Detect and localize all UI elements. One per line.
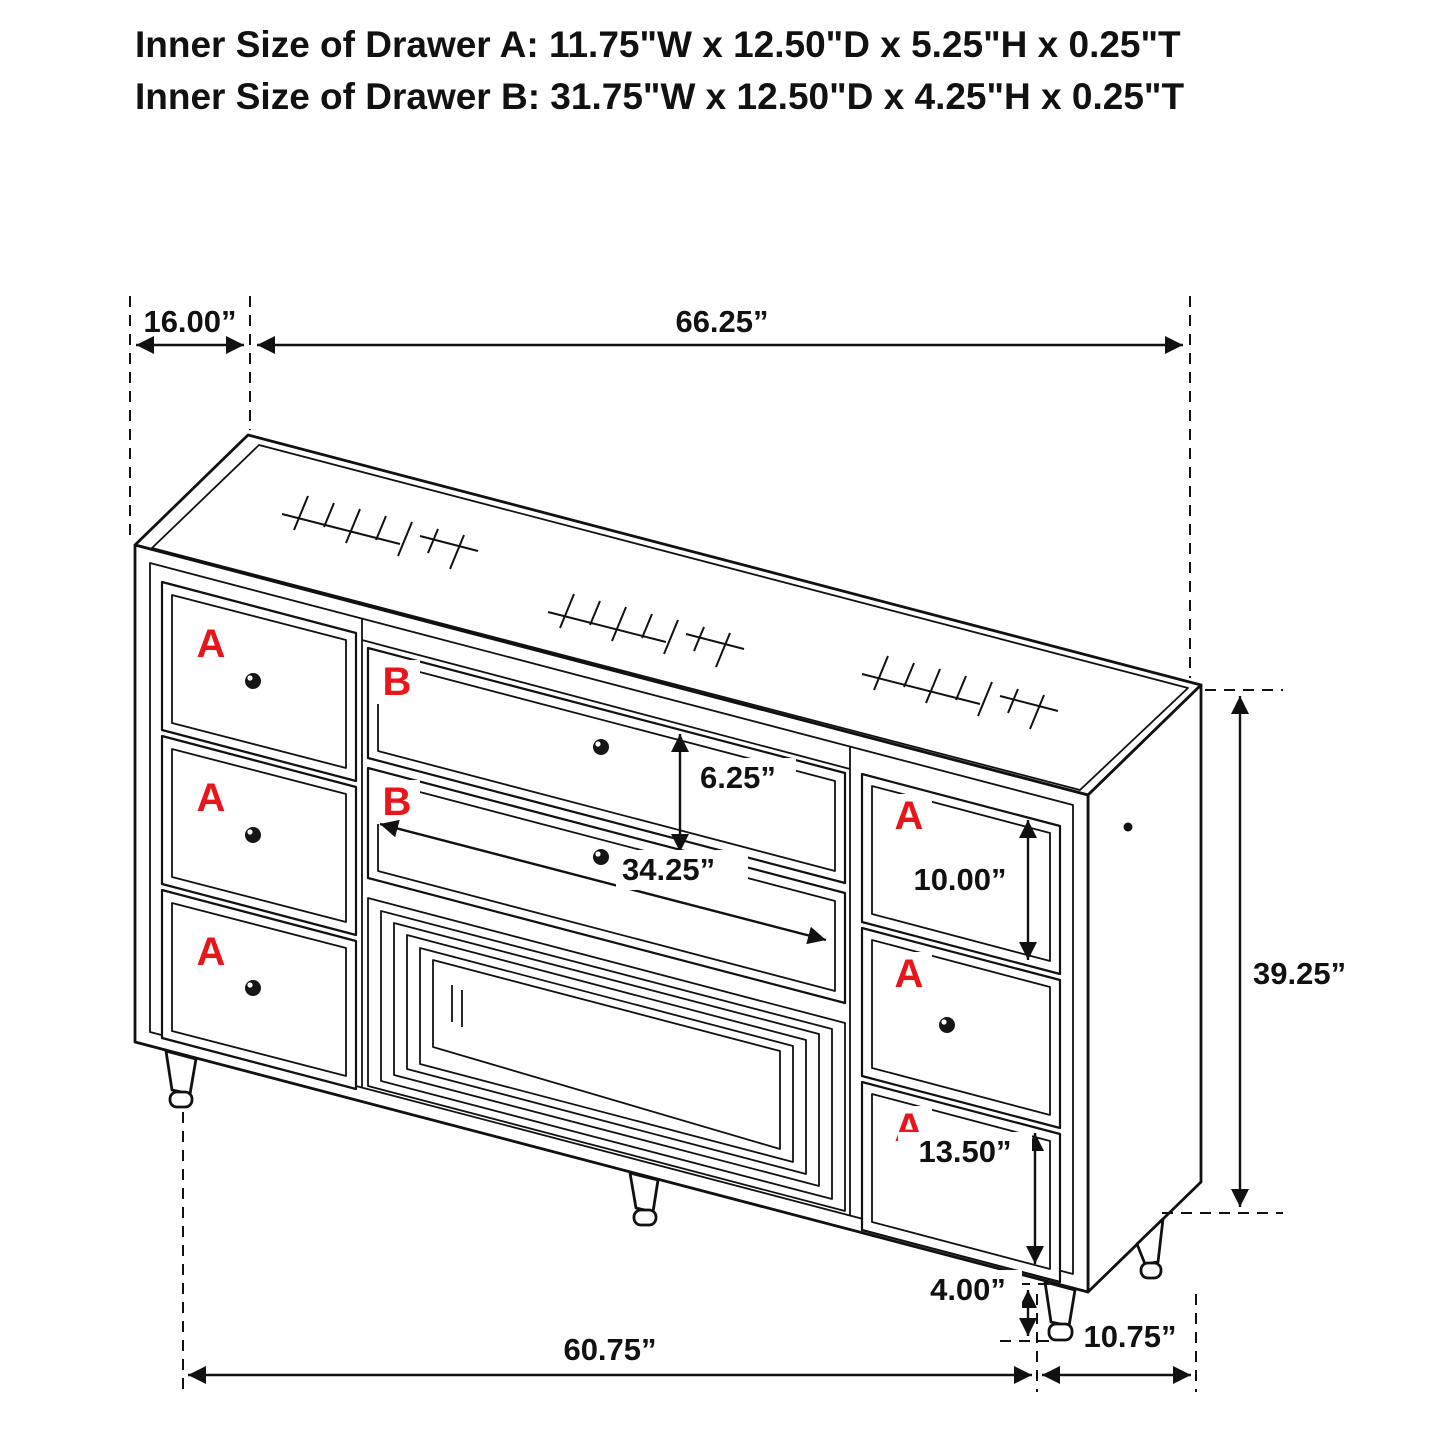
drawer-b2-knob — [593, 849, 609, 865]
leg-front-left — [164, 1049, 198, 1096]
drawer-b1-knob — [593, 739, 609, 755]
leg-front-middle-foot — [632, 1208, 658, 1227]
drawer-a2-label: A — [197, 776, 226, 820]
dim-label-bottom-width: 60.75” — [563, 1332, 656, 1367]
drawer-b1-label: B — [383, 660, 412, 704]
panel-glass-marks — [451, 985, 463, 1027]
label-backing — [694, 758, 796, 798]
leg-front-left-foot — [168, 1090, 194, 1109]
label-backing — [616, 850, 748, 890]
drawer-a2-knob — [245, 827, 261, 843]
panel-frame-2 — [380, 910, 833, 1200]
dim-label-right-bottom-drawer: 13.50” — [918, 1134, 1011, 1169]
dim-overall-height: 39.25” — [1162, 689, 1346, 1214]
dim-arrow — [379, 819, 827, 945]
drawer-a1: A — [160, 580, 358, 783]
drawer-b1-label-box — [374, 660, 420, 704]
dim-top-depth: 16.00” — [129, 296, 251, 540]
header-line-1: Inner Size of Drawer A: 11.75"W x 12.50"… — [135, 24, 1181, 65]
drawer-a3-fluting — [171, 902, 347, 1077]
drawer-a5: A — [860, 926, 1062, 1130]
drawer-a5-label-box — [886, 952, 932, 996]
drawer-b2-knob-highlight — [595, 851, 601, 857]
drawer-b2-label: B — [383, 780, 412, 824]
panel-frame-5 — [419, 947, 794, 1163]
dim-bottom-width: 60.75” — [182, 1112, 1038, 1392]
drawer-a6-fluting — [871, 1093, 1051, 1270]
drawer-a4-fluting — [871, 785, 1051, 962]
panel-frame-3 — [393, 922, 820, 1187]
drawer-a2-fluting — [171, 748, 347, 923]
drawer-a2: A — [160, 734, 358, 937]
dim-label-top-width: 66.25” — [675, 304, 768, 339]
dim-label-leg-height: 4.00” — [930, 1272, 1006, 1307]
panel-inner — [432, 959, 781, 1150]
drawer-a3-knob-highlight — [247, 982, 253, 988]
leg-back-right-foot — [1139, 1261, 1163, 1280]
center-panel — [367, 897, 846, 1212]
drawer-a3-label: A — [197, 930, 226, 974]
drawer-a5-knob — [939, 1017, 955, 1033]
drawer-a3-label-box — [188, 930, 234, 974]
dim-label-bottom-depth: 10.75” — [1083, 1319, 1176, 1354]
top-face-inner-border — [151, 444, 1189, 791]
dimension-annotations: 16.00” 66.25” 6.25” 34.25” 10.00” — [129, 296, 1346, 1392]
dim-label-right-top-drawer: 10.00” — [913, 862, 1006, 897]
label-backing — [893, 860, 1025, 900]
drawer-a1-fluting — [171, 594, 347, 769]
drawer-a5-knob-highlight — [941, 1019, 947, 1025]
drawer-a4-label: A — [895, 794, 924, 838]
dim-drawer-b-width: 34.25” — [379, 819, 827, 945]
leg-front-right-foot — [1047, 1322, 1074, 1342]
dim-bottom-depth: 10.75” — [1042, 1294, 1197, 1392]
leg-front-right — [1043, 1280, 1077, 1328]
side-peg-dot — [1123, 822, 1133, 832]
dim-label-overall-height: 39.25” — [1253, 956, 1346, 991]
drawer-a3: A — [160, 888, 358, 1091]
leg-back-right — [1135, 1217, 1165, 1266]
dim-right-top-drawer-height: 10.00” — [893, 820, 1037, 960]
drawer-b1-knob-highlight — [595, 741, 601, 747]
front-inner-frame — [149, 562, 1074, 1275]
dim-leg-height: 4.00” — [914, 1270, 1056, 1342]
drawer-a2-label-box — [188, 776, 234, 820]
label-backing — [898, 1132, 1032, 1172]
drawer-a4-label-box — [886, 794, 932, 838]
drawer-b2-label-box — [374, 780, 420, 824]
drawer-a1-knob-highlight — [247, 675, 253, 681]
panel-frame-1 — [367, 897, 846, 1212]
drawer-a1-label: A — [197, 622, 226, 666]
middle-top-rail — [361, 639, 851, 770]
label-backing — [914, 1270, 1022, 1310]
header: Inner Size of Drawer A: 11.75"W x 12.50"… — [135, 24, 1184, 117]
dim-label-drawer-b-height: 6.25” — [700, 760, 776, 795]
drawer-a2-knob-highlight — [247, 829, 253, 835]
drawer-a5-label: A — [895, 952, 924, 996]
drawer-a5-fluting — [871, 939, 1051, 1116]
dim-top-width: 66.25” — [257, 296, 1191, 678]
legs — [164, 1049, 1165, 1342]
drawer-a3-knob — [245, 980, 261, 996]
panel-frame-4 — [406, 934, 807, 1175]
header-line-2: Inner Size of Drawer B: 31.75"W x 12.50"… — [135, 76, 1184, 117]
dim-right-bottom-drawer-height: 13.50” — [898, 1132, 1044, 1264]
drawer-a1-label-box — [188, 622, 234, 666]
dim-label-drawer-b-width: 34.25” — [622, 852, 715, 887]
drawer-a1-knob — [245, 673, 261, 689]
dim-label-top-depth: 16.00” — [143, 304, 236, 339]
dim-drawer-b-height: 6.25” — [671, 734, 796, 852]
